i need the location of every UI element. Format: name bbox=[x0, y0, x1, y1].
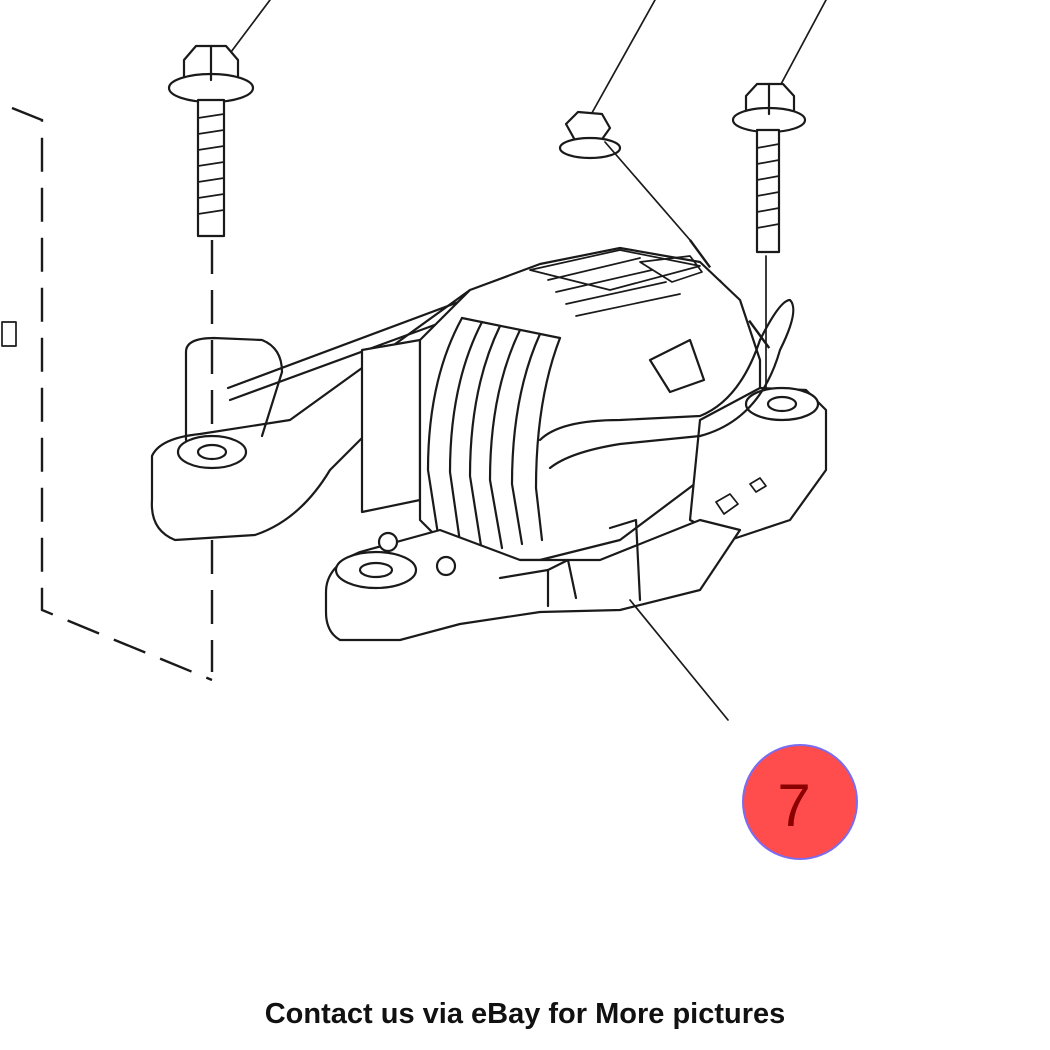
callout-badge bbox=[742, 744, 858, 860]
engine-mount bbox=[150, 246, 828, 672]
callout-number: 7 bbox=[777, 772, 810, 839]
contact-footer-text: Contact us via eBay for More pictures bbox=[264, 998, 786, 1030]
right-bolt bbox=[731, 82, 807, 401]
left-bolt bbox=[167, 44, 255, 460]
assembly-frame bbox=[1, 106, 213, 682]
nut bbox=[558, 110, 779, 361]
callout-7: 7 bbox=[629, 599, 858, 860]
leader-lines bbox=[227, 0, 827, 121]
